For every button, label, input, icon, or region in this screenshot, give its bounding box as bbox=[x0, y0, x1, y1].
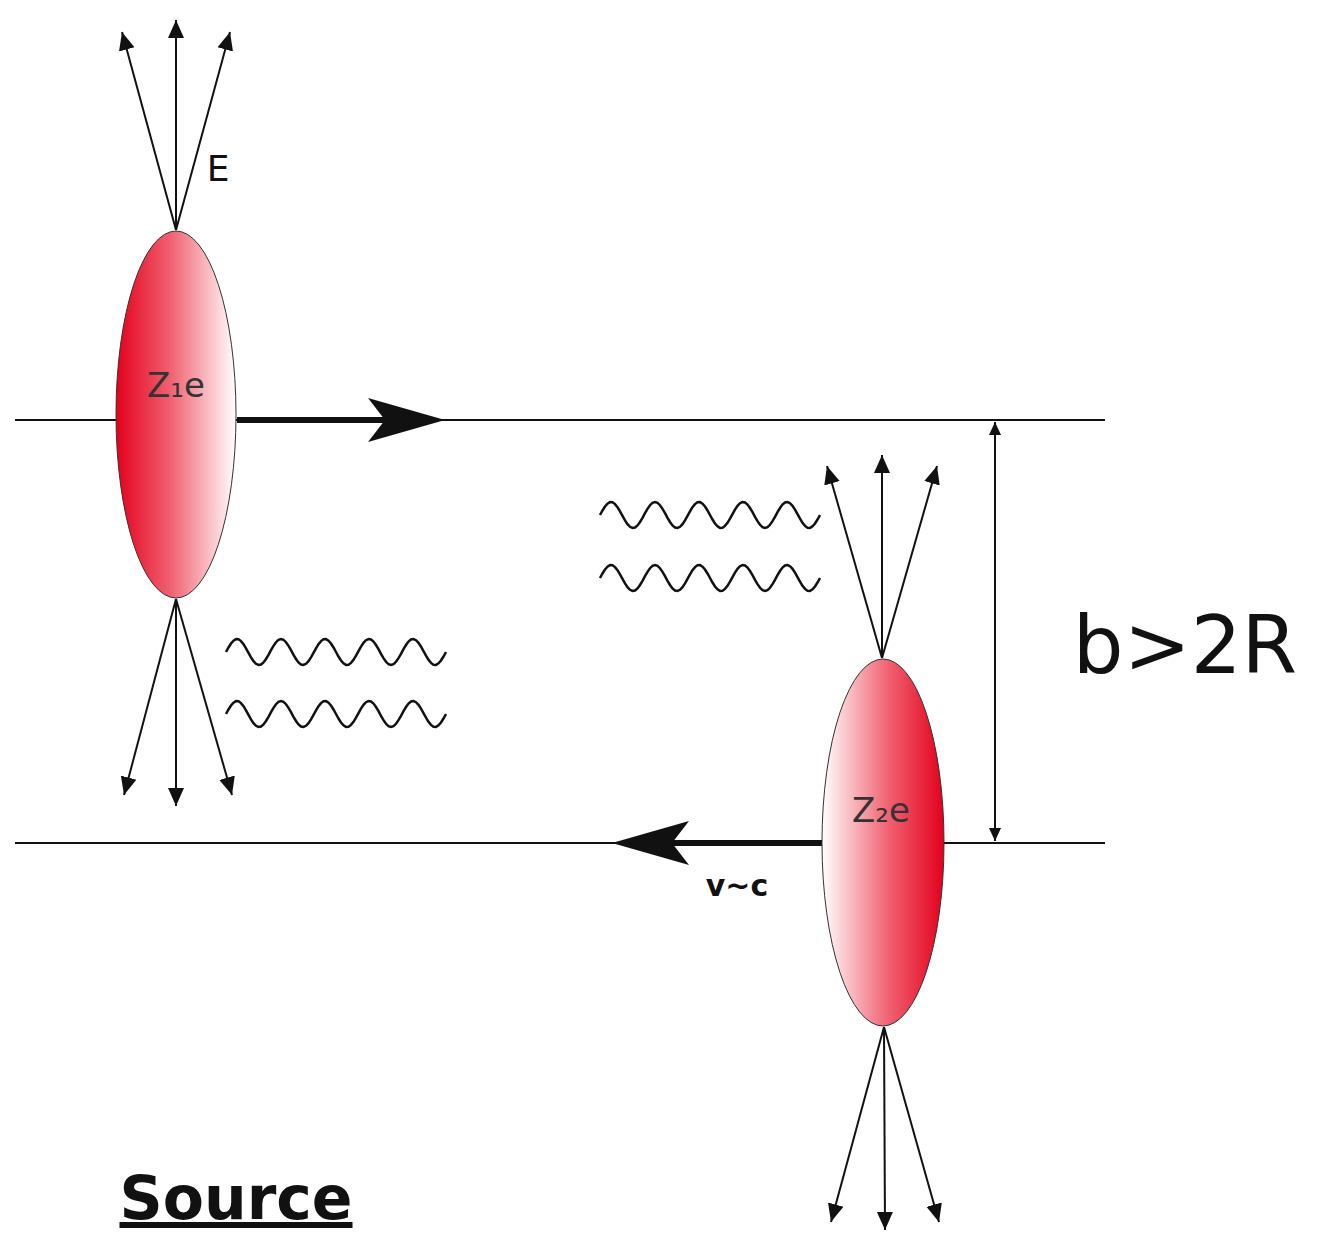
nucleus-ellipse: Z₁e bbox=[115, 230, 237, 599]
impact-parameter-dimension bbox=[994, 422, 996, 841]
impact-parameter-label: b>2R bbox=[1073, 599, 1297, 692]
charge-label: Z₁e bbox=[147, 365, 205, 405]
nucleus-shape bbox=[821, 658, 945, 1027]
field-label: E bbox=[207, 148, 230, 189]
photon-wave bbox=[600, 565, 820, 591]
charge-label: Z₂e bbox=[852, 790, 910, 830]
velocity-label: v~c bbox=[704, 868, 770, 903]
nucleus-shape bbox=[115, 230, 237, 599]
photon-wave bbox=[226, 701, 446, 727]
velocity-arrows bbox=[237, 398, 822, 865]
field-lines bbox=[122, 20, 939, 1230]
source-label: Source bbox=[120, 1163, 353, 1233]
photon-wave bbox=[600, 502, 820, 528]
nucleus-ellipse: Z₂e bbox=[821, 658, 945, 1027]
photon-wave bbox=[226, 639, 446, 665]
photon-waves bbox=[226, 502, 820, 727]
